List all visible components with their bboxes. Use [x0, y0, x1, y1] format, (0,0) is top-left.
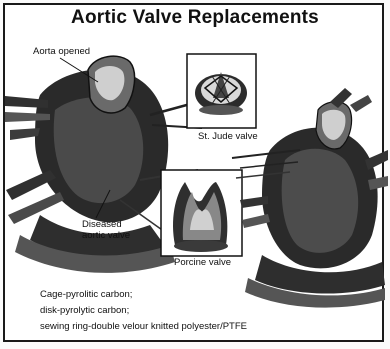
st-jude-valve-illustration	[187, 54, 256, 128]
slide-title: Aortic Valve Replacements	[0, 7, 390, 29]
diseased-valve-label-line1: Diseased	[82, 219, 122, 230]
caption-line-sewing-ring: sewing ring-double velour knitted polyes…	[40, 321, 247, 332]
aorta-opened-label: Aorta opened	[33, 46, 90, 57]
st-jude-valve-label: St. Jude valve	[198, 131, 258, 142]
diseased-valve-label-line2: aortic valve	[82, 230, 130, 241]
caption-line-cage: Cage-pyrolitic carbon;	[40, 289, 132, 300]
porcine-valve-illustration	[161, 170, 242, 256]
porcine-valve-label: Porcine valve	[174, 257, 231, 268]
caption-line-disk: disk-pyrolytic carbon;	[40, 305, 129, 316]
